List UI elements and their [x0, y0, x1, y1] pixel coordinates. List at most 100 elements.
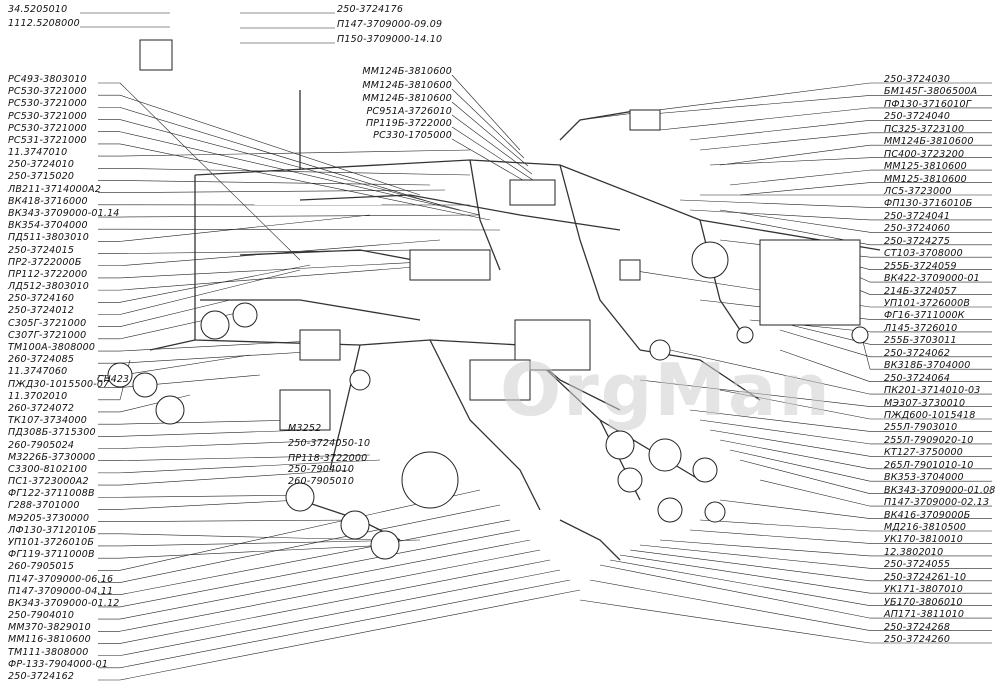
left_labels-21: С307Г-3721000	[8, 329, 87, 341]
leader-left-diag-6	[119, 149, 471, 157]
top_labels-2: П150-3709000-14.10	[337, 34, 443, 45]
leader-right-diag-26	[639, 379, 871, 407]
switch-icon	[619, 259, 641, 281]
leader-left-diag-47	[119, 569, 561, 656]
leader-left-diag-2	[119, 107, 441, 206]
left_labels-41: П147-3709000-06.16	[8, 573, 114, 585]
sensor-icon	[349, 369, 371, 391]
leader-left-diag-13	[119, 214, 371, 242]
leader-left-diag-43	[119, 529, 521, 608]
top_left_labels-1: 1112.5208000	[8, 18, 80, 29]
leader-left-diag-44	[119, 539, 531, 620]
leader-right-diag-1	[639, 95, 871, 116]
right_labels-40: 250-3724261-10	[884, 571, 967, 583]
right_labels-6: ПС400-3723200	[884, 148, 965, 160]
leader-right-diag-4	[699, 132, 871, 151]
left_labels-3: РС530-3721000	[8, 110, 87, 122]
leader-left-diag-38	[119, 539, 421, 547]
leader-right-diag-25	[669, 349, 871, 395]
leader-right-diag-28	[689, 409, 871, 432]
left_labels-25: ПЖД30-1015500-07	[8, 378, 110, 390]
right_labels-13: 250-3724275	[884, 235, 951, 247]
left_labels-12: ВК354-3704000	[8, 220, 88, 232]
left_labels-28: ТК107-3734000	[8, 415, 88, 427]
gauge-2-icon	[648, 438, 682, 472]
leader-right-diag-44	[589, 579, 871, 631]
center_labels-2: ПР118-3722000	[288, 453, 368, 464]
leader-left-diag-46	[119, 559, 551, 644]
left_labels-14: 250-3724015	[8, 244, 75, 256]
side-tag: СН423	[97, 374, 129, 385]
leader-right-diag-27	[719, 389, 871, 420]
left_labels-27: 260-3724072	[8, 402, 75, 414]
right_labels-19: ФГ16-3711000К	[884, 310, 965, 322]
leader-left-diag-7	[119, 167, 471, 176]
right_labels-22: 250-3724062	[884, 347, 951, 359]
right_labels-26: МЭ307-3730010	[884, 397, 966, 409]
right_labels-44: 250-3724268	[884, 621, 951, 633]
heater-icon	[279, 389, 331, 431]
top_left_labels-0: 34.5205010	[8, 4, 68, 15]
right_labels-14: СТ103-3708000	[884, 248, 963, 260]
leader-right-diag-41	[619, 554, 871, 594]
leader-right-diag-2	[659, 107, 871, 131]
leader-cl-1	[451, 88, 525, 159]
leader-left-diag-48	[119, 579, 571, 669]
relay-block-icon	[469, 359, 531, 401]
lamp-small-icon	[736, 326, 754, 344]
leader-right-diag-29	[699, 419, 871, 445]
leader-right-diag-3	[689, 120, 871, 141]
left_labels-2: РС530-3721000	[8, 98, 87, 110]
leader-right-diag-31	[719, 439, 871, 470]
leader-left-diag-41	[119, 504, 501, 583]
left_labels-29: ПД308Б-3715300	[8, 427, 96, 439]
relay-icon	[299, 329, 341, 361]
right_labels-18: УП101-3726000В	[884, 298, 971, 309]
leader-right-diag-40	[629, 549, 871, 582]
leader-left-diag-9	[119, 189, 446, 193]
left_labels-8: 250-3715020	[8, 171, 75, 183]
left_labels-43: ВК343-3709000-01.12	[8, 597, 120, 609]
left_labels-13: ПД511-3803010	[8, 232, 90, 244]
left_labels-19: 250-3724012	[8, 305, 75, 317]
left_labels-22: ТМ100А-3808000	[8, 342, 96, 354]
right_labels-36: МД216-3810500	[884, 522, 967, 533]
right_labels-43: АП171-3811010	[884, 609, 965, 621]
leader-left-diag-30	[119, 439, 341, 449]
left_labels-9: ЛВ211-3714000А2	[8, 183, 102, 195]
leader-right-diag-39	[639, 544, 871, 569]
switch-knob-icon	[851, 326, 869, 344]
leader-left-diag-1	[119, 94, 421, 196]
right_labels-42: УБ170-3806010	[884, 596, 963, 608]
center_labels-4: 260-7905010	[288, 476, 355, 487]
right_labels-15: 255Б-3724059	[884, 260, 957, 272]
left_labels-42: П147-3709000-04.11	[8, 585, 114, 597]
leader-left-diag-32	[119, 459, 381, 474]
center_left_labels-1: ММ124Б-3810600	[362, 80, 452, 91]
leader-left-diag-8	[119, 180, 431, 186]
left_labels-33: ПС1-3723000А2	[8, 476, 89, 488]
left_labels-5: РС531-3721000	[8, 134, 87, 146]
leader-right-diag-34	[759, 479, 871, 507]
center_left_labels-5: РС330-1705000	[373, 130, 452, 141]
left_labels-7: 250-3724010	[8, 159, 75, 171]
leader-left-diag-21	[119, 309, 251, 340]
right_labels-7: ММ125-3810600	[884, 161, 967, 173]
right_labels-37: УК170-3810010	[884, 534, 964, 546]
right_labels-16: ВК422-3709000-01	[884, 273, 980, 285]
leader-left-diag-35	[119, 499, 301, 510]
leader-left-diag-39	[119, 544, 391, 559]
left_labels-49: 250-3724162	[8, 671, 75, 682]
headlamp-left-2-icon	[132, 372, 158, 398]
right_labels-10: ФП130-3716010Б	[884, 198, 973, 210]
relay-icon-2	[509, 179, 556, 206]
leader-right-diag-6	[709, 157, 871, 166]
right_labels-9: ЛС5-3723000	[884, 186, 952, 197]
gauge-6-icon	[704, 501, 726, 523]
left_labels-36: МЭ205-3730000	[8, 512, 90, 524]
right_labels-20: Л145-3726010	[884, 322, 958, 334]
right_labels-2: ПФ130-3716010Г	[884, 98, 972, 110]
left_labels-31: М3226Б-3730000	[8, 451, 96, 463]
gauge-3-icon	[617, 467, 643, 493]
